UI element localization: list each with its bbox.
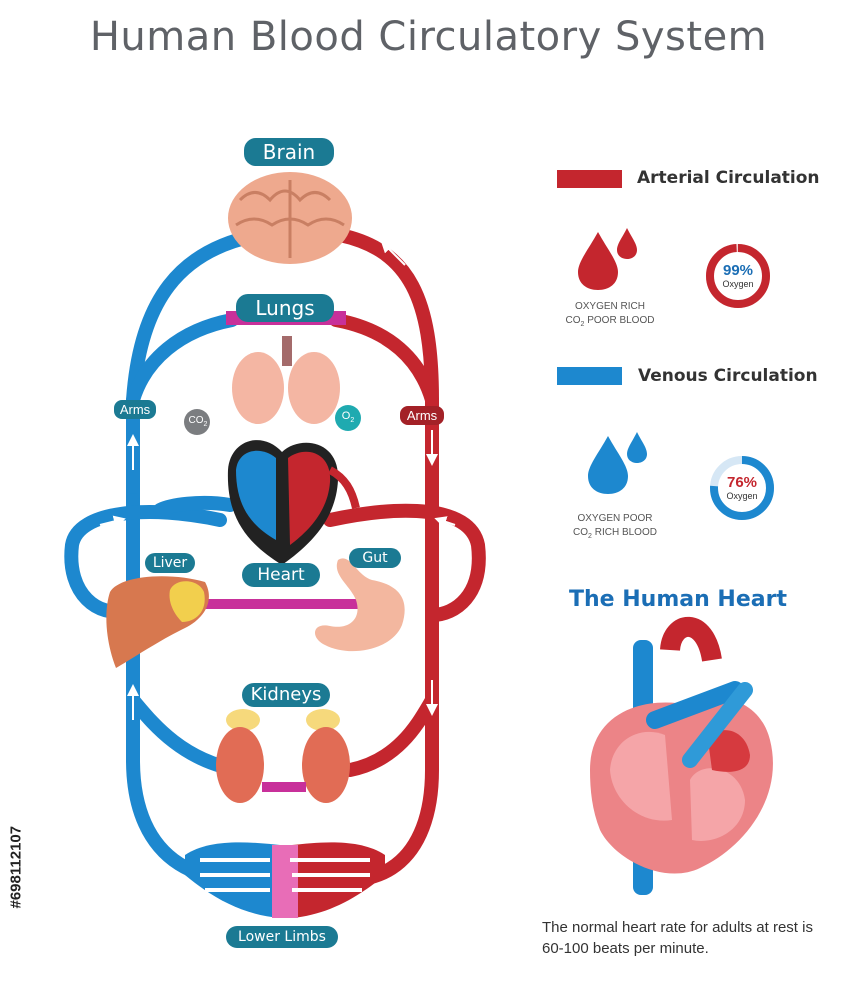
arterial-oxygen-readout: 99% Oxygen xyxy=(708,262,768,289)
co2-label: CO2 xyxy=(188,415,208,428)
flow-arrows xyxy=(99,240,456,720)
gut-illustration xyxy=(314,558,405,652)
liver-illustration xyxy=(106,576,209,668)
gut-label: Gut xyxy=(349,548,401,568)
arterial-blood-description: OXYGEN RICH CO2 POOR BLOOD xyxy=(565,301,655,328)
capillary-bed xyxy=(185,842,385,918)
arterial-legend-label: Arterial Circulation xyxy=(637,168,820,188)
arms-right-label: Arms xyxy=(400,406,444,425)
liver-label: Liver xyxy=(145,553,195,573)
venous-oxygen-readout: 76% Oxygen xyxy=(712,474,772,501)
heart-rate-note: The normal heart rate for adults at rest… xyxy=(542,919,813,957)
stock-id-watermark: #698112107 xyxy=(7,825,25,909)
venous-oxygen-percent: 76% xyxy=(726,474,758,491)
kidneys-label: Kidneys xyxy=(242,683,330,707)
venous-oxygen-ring xyxy=(710,456,774,520)
human-heart-title: The Human Heart xyxy=(569,587,787,612)
heart-illustration xyxy=(227,440,360,565)
red-drop-icon xyxy=(578,232,618,290)
blue-drop-small-icon xyxy=(627,432,647,463)
lower-limbs-label: Lower Limbs xyxy=(226,926,338,948)
brain-label: Brain xyxy=(244,138,334,166)
venous-legend-swatch xyxy=(557,367,622,385)
kidneys-illustration xyxy=(216,709,350,803)
venous-legend-label: Venous Circulation xyxy=(638,366,818,386)
brain-illustration xyxy=(228,172,352,264)
red-drop-small-icon xyxy=(617,228,637,259)
arterial-legend-swatch xyxy=(557,170,622,188)
blue-drop-icon xyxy=(588,436,628,494)
venous-blood-description: OXYGEN POOR CO2 RICH BLOOD xyxy=(573,513,657,540)
co2-circle xyxy=(184,409,210,435)
lungs-label: Lungs xyxy=(236,294,334,322)
arterial-oxygen-label: Oxygen xyxy=(722,279,754,289)
lungs-illustration xyxy=(232,336,340,424)
o2-label: O2 xyxy=(341,410,355,425)
o2-circle xyxy=(335,405,361,431)
heart-label: Heart xyxy=(242,563,320,587)
arterial-oxygen-percent: 99% xyxy=(722,262,754,279)
human-heart-illustration xyxy=(590,616,773,895)
arterial-oxygen-ring xyxy=(706,244,770,308)
page-title: Human Blood Circulatory System xyxy=(89,14,768,60)
arms-left-label: Arms xyxy=(114,400,156,419)
venous-oxygen-label: Oxygen xyxy=(726,491,758,501)
